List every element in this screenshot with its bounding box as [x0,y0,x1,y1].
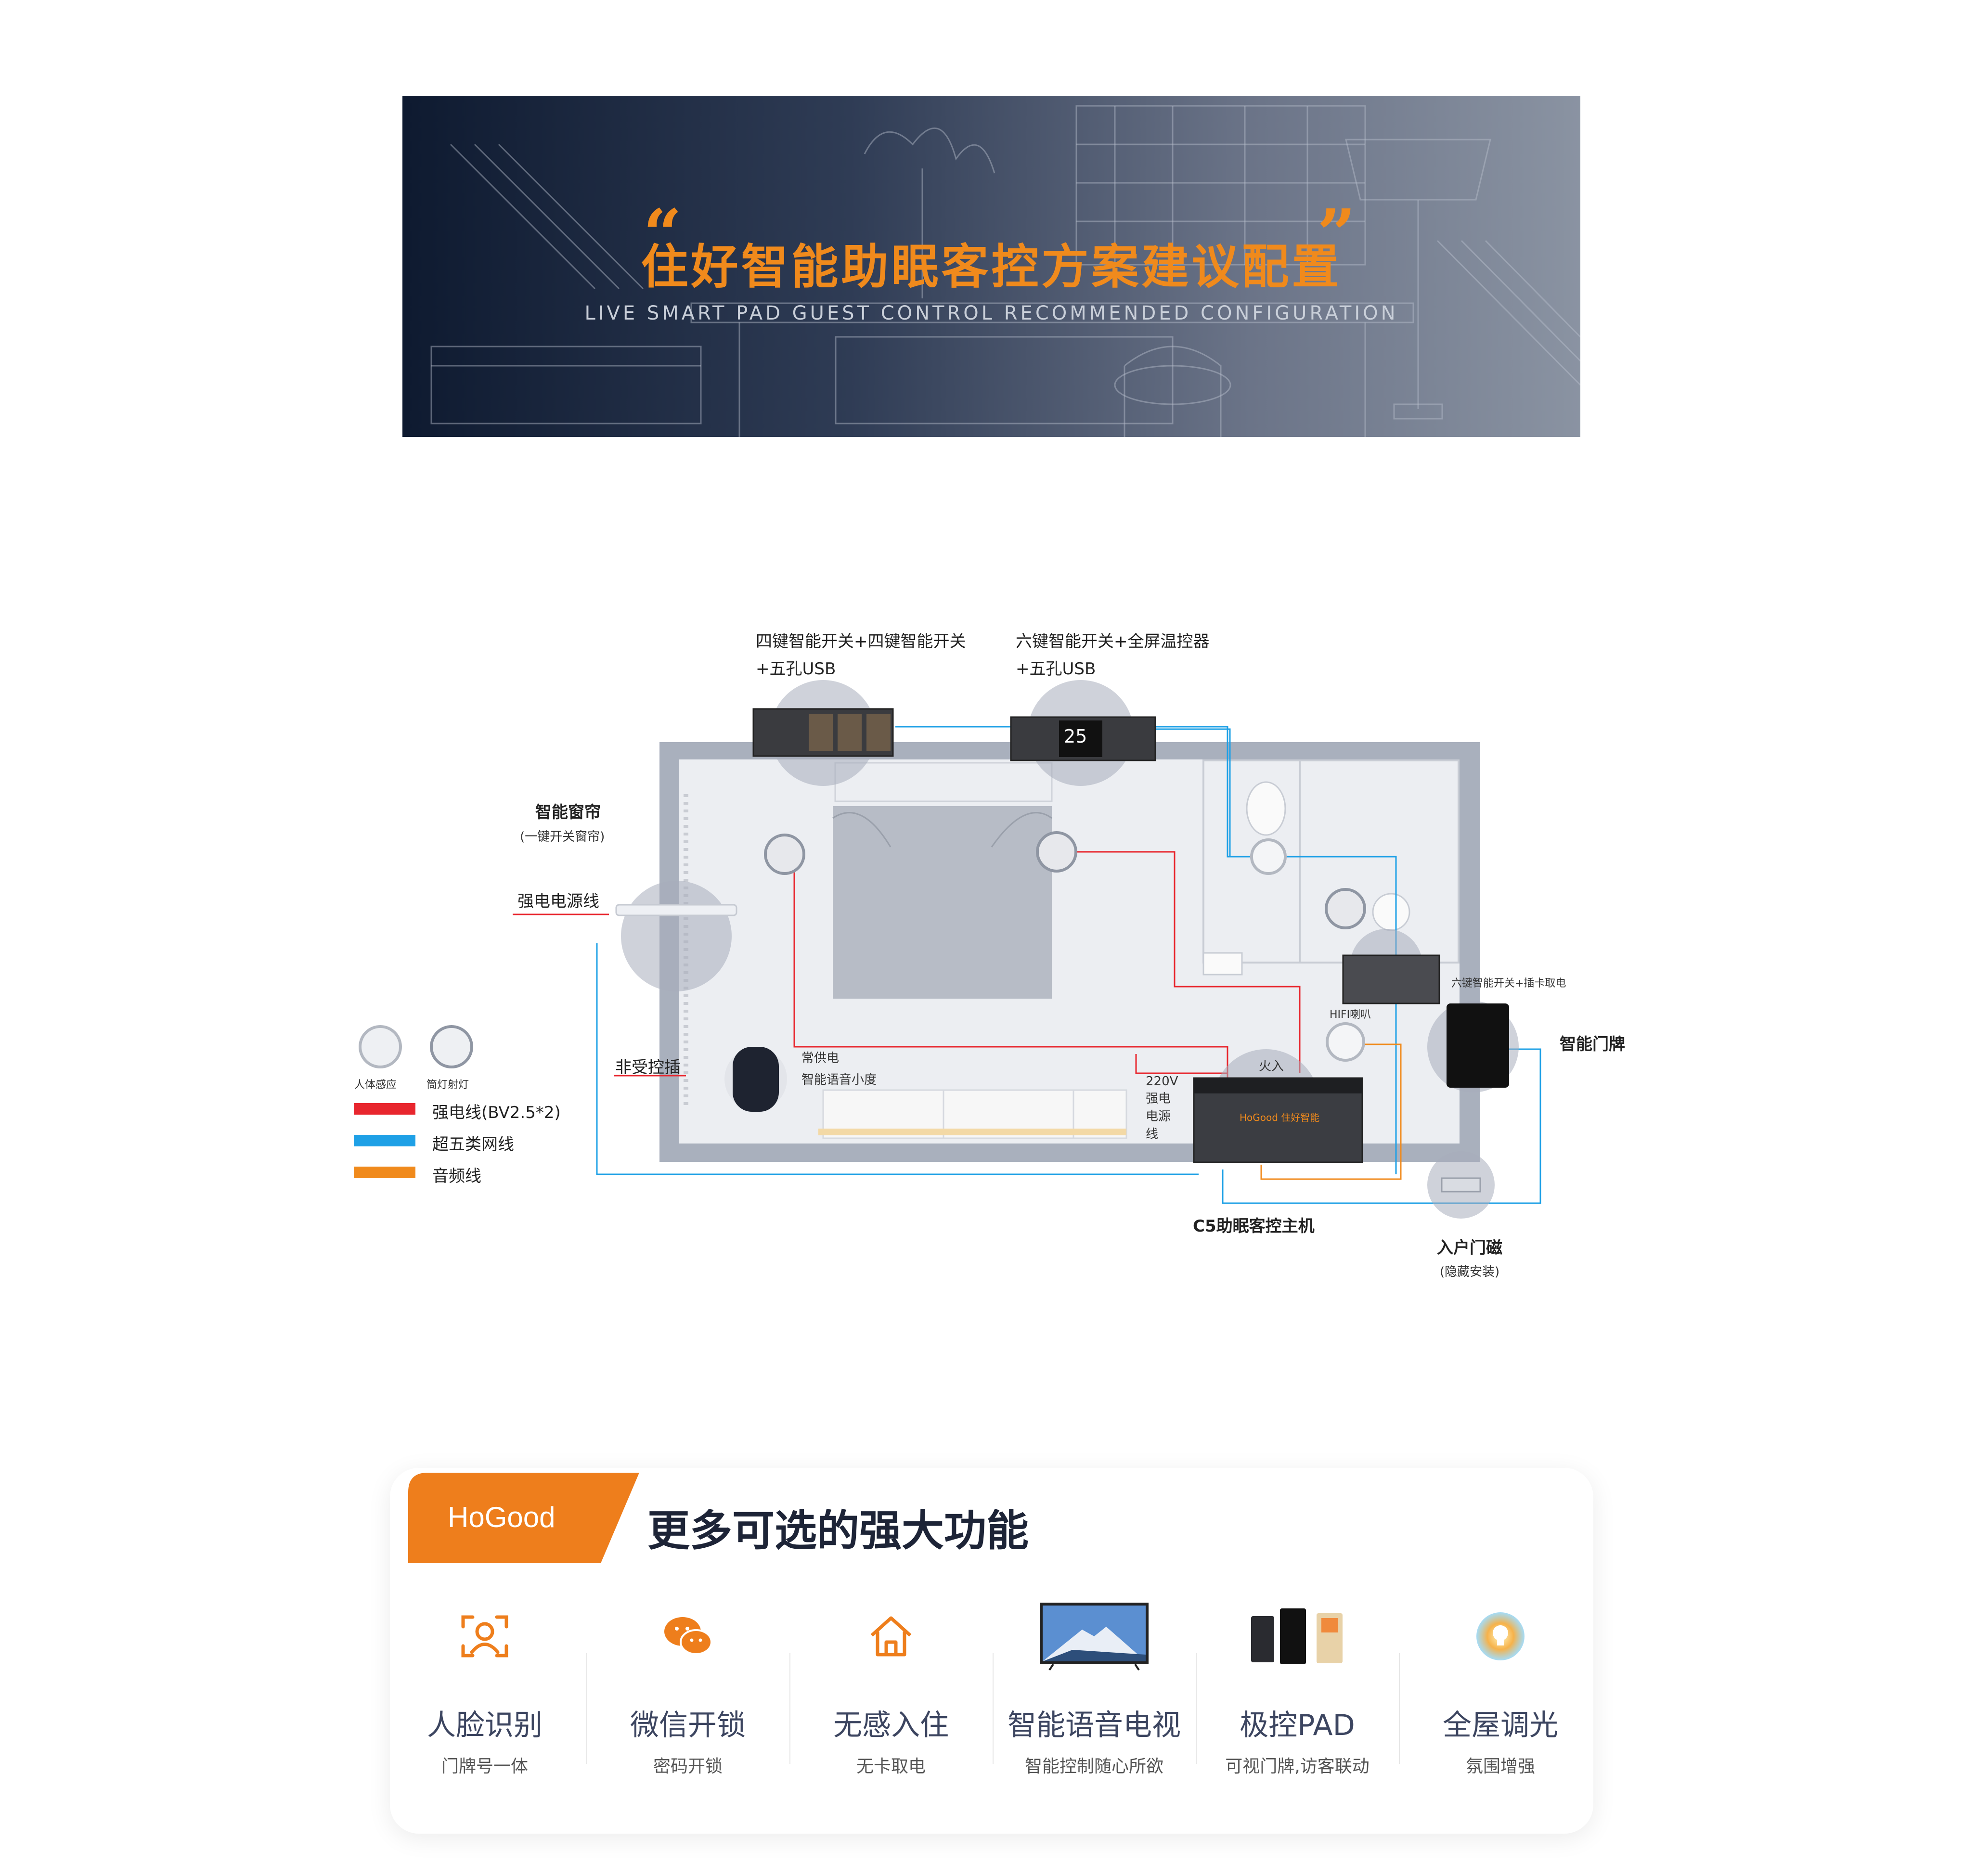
features-title: 更多可选的强大功能 [647,1506,1029,1555]
feature-dimming[interactable]: 全屋调光 氛围增强 [1399,1603,1602,1777]
bathroom-outline [1202,759,1460,964]
divider [1399,1653,1400,1764]
banner-subtitle: LIVE SMART PAD GUEST CONTROL RECOMMENDED… [584,302,1398,324]
voltage-label: 220V 强电 电源 线 [1146,1074,1178,1142]
divider [993,1653,994,1764]
smart-speaker [733,1047,779,1112]
legend-network-label: 超五类网线 [432,1135,514,1154]
bulb-color-icon [1399,1603,1602,1670]
brand-tab [408,1473,639,1563]
bed [833,806,1052,999]
feature-voice-tv[interactable]: 智能语音电视 智能控制随心所欲 [993,1602,1195,1777]
led-strip [818,1129,1126,1135]
floor-plan-diagram [354,680,1541,1219]
switch-group-1-label: 四键智能开关+四键智能开关 +五孔USB [756,632,966,679]
tv-icon [993,1602,1195,1670]
divider [1196,1653,1197,1764]
non-controlled-socket-label: 非受控插 [615,1058,681,1077]
curtain-note: (一键开关窗帘) [520,830,605,844]
curtain-title: 智能窗帘 [535,803,601,822]
host-brand: HoGood 住好智能 [1240,1112,1320,1123]
thermostat-display: 25 [1064,726,1087,747]
home-icon [790,1603,992,1670]
basin [1372,893,1410,931]
smart-doorplate [1447,1003,1509,1088]
door-sensor-label: 入户门磁 (隐藏安装) [1437,1238,1502,1279]
header-banner: “ ” 住好智能助眠客控方案建议配置 LIVE SMART PAD GUEST … [402,96,1580,437]
switch-group-2-label: 六键智能开关+全屏温控器 +五孔USB [1016,632,1210,679]
toilet [1246,781,1286,836]
divider [789,1653,790,1764]
pad-icon [1196,1603,1398,1670]
live-wire-label: 火入 [1259,1059,1284,1074]
legend-power-swatch [354,1103,415,1115]
legend-power-label: 强电线(BV2.5*2) [432,1103,561,1122]
legend-downlight-icon [430,1025,473,1068]
power-line-label: 强电电源线 [517,892,599,911]
feature-face-recognition[interactable]: 人脸识别 门牌号一体 [384,1603,586,1777]
door-switch-label: 六键智能开关+插卡取电 [1451,977,1566,989]
power-wiring [513,851,1301,1078]
audio-wiring [1260,1043,1402,1180]
legend-sensor-label: 人体感应 [354,1079,397,1091]
ceiling-lights [764,831,1481,1193]
title-close-quote: ” [1317,195,1356,274]
door-six-key-switch [1342,954,1440,1004]
hifi-speaker-label: HIFI喇叭 [1330,1009,1371,1021]
title-open-quote: “ [643,195,682,274]
wechat-icon [587,1603,789,1670]
feature-cardless-checkin[interactable]: 无感入住 无卡取电 [790,1603,992,1777]
feature-wechat-unlock[interactable]: 微信开锁 密码开锁 [587,1603,789,1777]
brand-logo: HoGood [448,1501,556,1533]
speaker-label: 常供电 智能语音小度 [801,1051,877,1087]
divider [586,1653,587,1764]
host-label: C5助眠客控主机 [1193,1217,1315,1236]
interior-sketch-background [430,105,1580,437]
doorplate-label: 智能门牌 [1560,1035,1625,1054]
legend-sensor-icon [359,1025,402,1068]
legend-audio-swatch [354,1167,415,1178]
legend-network-swatch [354,1135,415,1146]
face-scan-icon [384,1603,586,1670]
feature-control-pad[interactable]: 极控PAD 可视门牌,访客联动 [1196,1603,1398,1777]
banner-title: 住好智能助眠客控方案建议配置 [641,240,1342,295]
legend-audio-label: 音频线 [432,1167,481,1186]
legend-downlight-label: 筒灯射灯 [426,1079,469,1091]
